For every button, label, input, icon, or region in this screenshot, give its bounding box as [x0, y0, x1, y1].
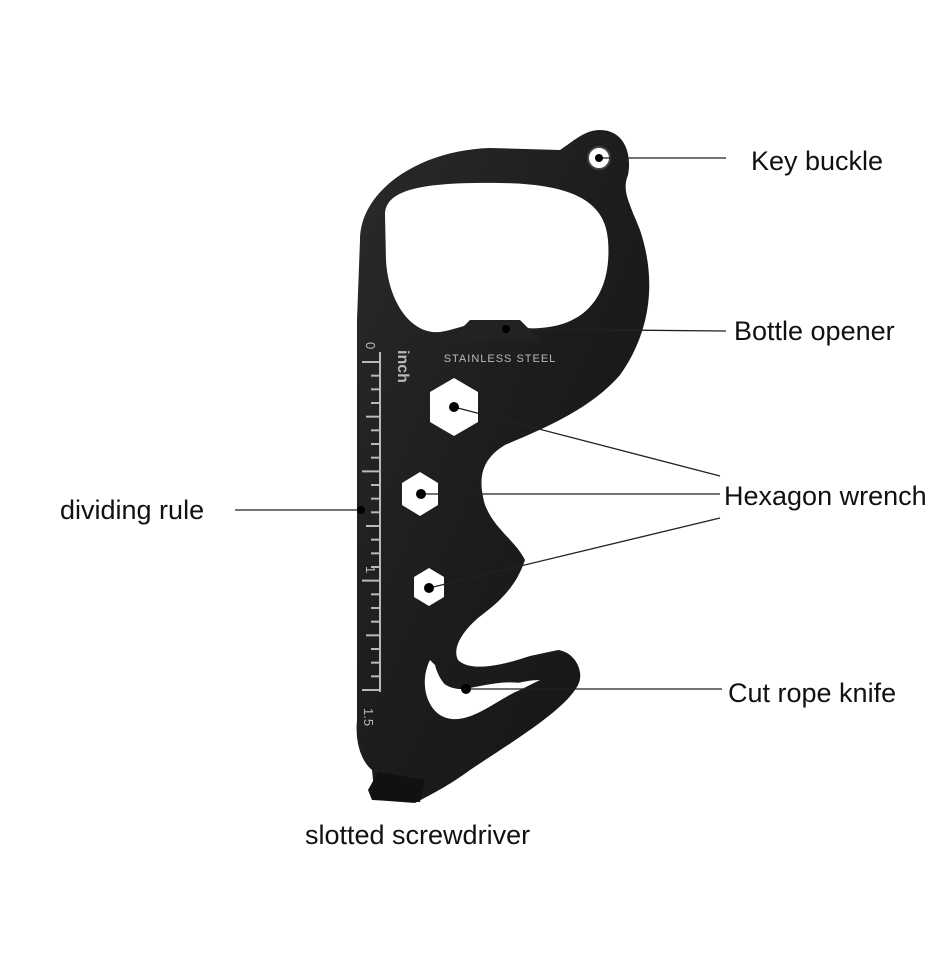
label-key-buckle: Key buckle — [751, 146, 884, 176]
ruler-mark-end: 1.5 — [361, 708, 376, 726]
dot-hex-medium — [416, 489, 426, 499]
ruler-mark-start: 0 — [363, 342, 378, 349]
dot-cut-rope-knife — [461, 684, 471, 694]
ruler-ticks — [362, 352, 381, 692]
ruler-unit-label: inch — [394, 350, 411, 383]
pointer-dots — [357, 154, 603, 694]
label-bottle-opener: Bottle opener — [734, 316, 895, 346]
leader-lines — [235, 157, 727, 690]
leader-hex-small — [428, 517, 721, 589]
dot-hex-large — [449, 402, 459, 412]
bottle-opener-lip — [455, 320, 540, 342]
ruler-mark-mid: 1 — [363, 566, 378, 573]
dot-hex-small — [424, 583, 434, 593]
dot-bottle-opener — [502, 325, 510, 333]
screwdriver-tip — [368, 772, 425, 802]
label-cut-rope-knife: Cut rope knife — [728, 678, 897, 708]
label-dividing-rule: dividing rule — [60, 495, 205, 525]
leader-hex-large — [453, 406, 721, 477]
label-hexagon-wrench: Hexagon wrench — [724, 481, 927, 511]
dot-key-buckle — [595, 154, 603, 162]
label-slotted-screwdriver: slotted screwdriver — [305, 820, 531, 850]
dot-dividing-rule — [357, 506, 365, 514]
leader-bottle-opener — [505, 328, 727, 332]
stainless-steel-engraving: STAINLESS STEEL — [444, 353, 557, 365]
tool-body — [356, 130, 650, 803]
